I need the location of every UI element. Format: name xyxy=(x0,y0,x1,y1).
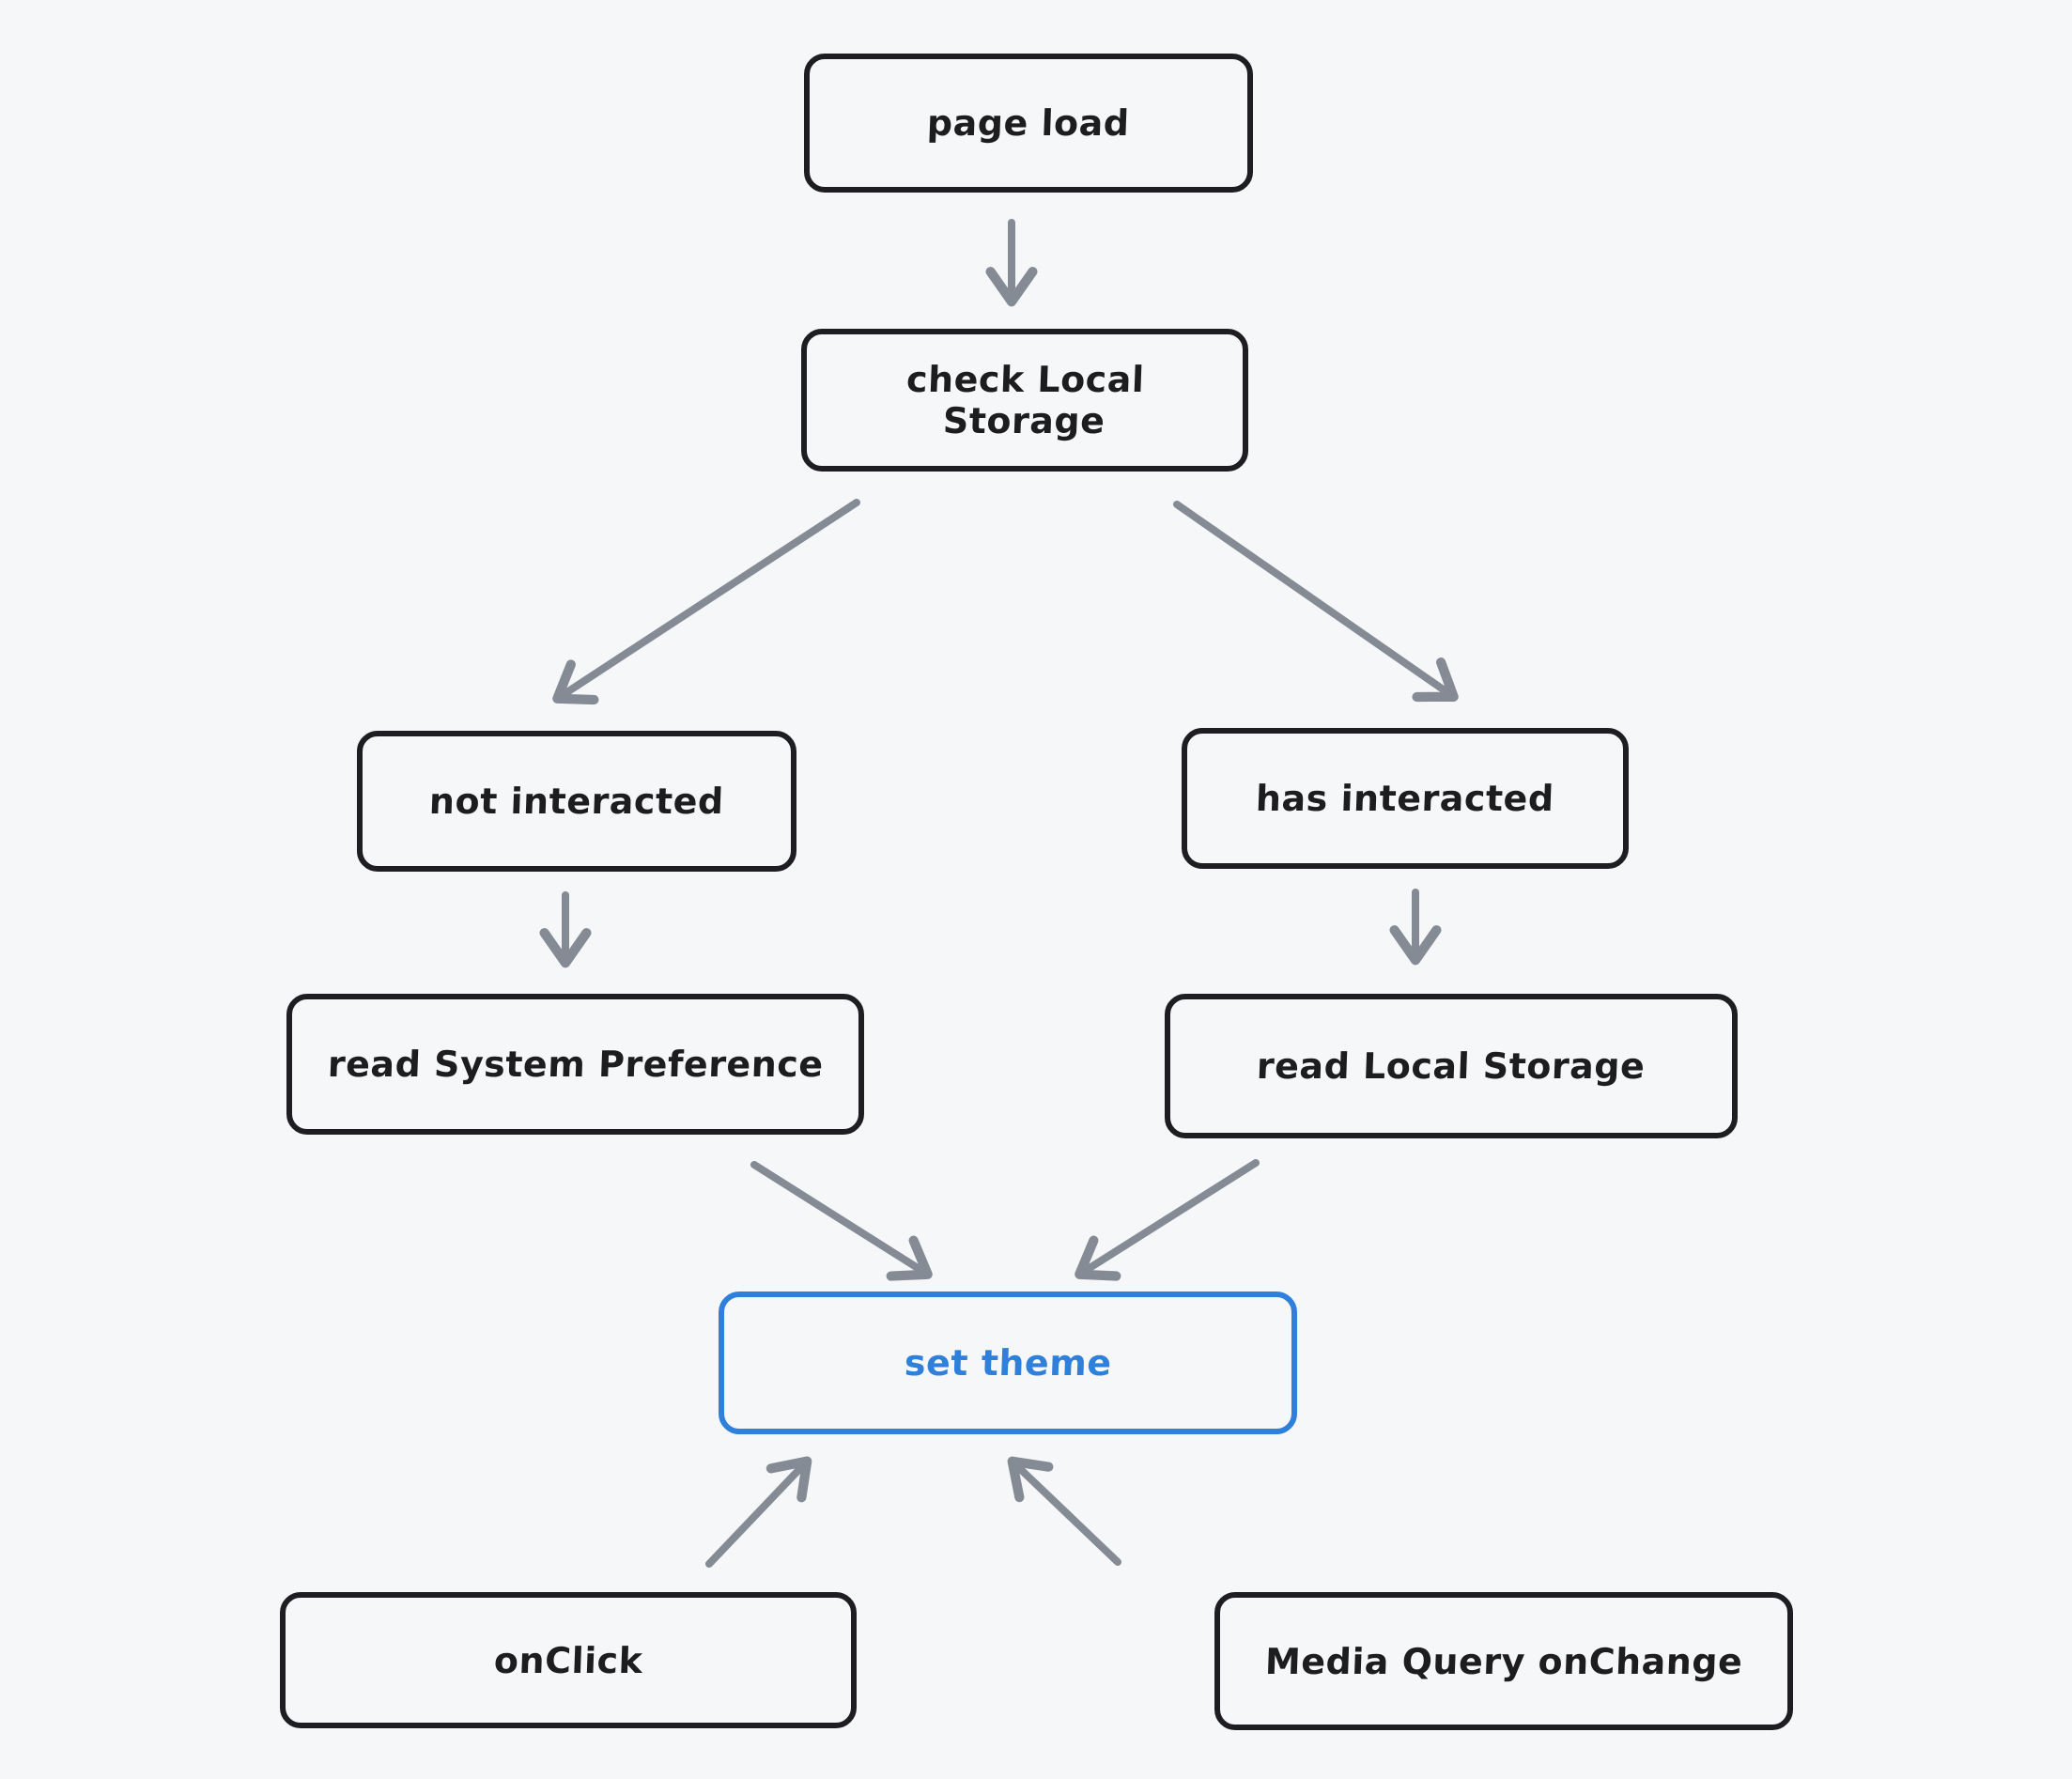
node-has-interacted-label: has interacted xyxy=(1255,778,1555,819)
node-onclick-label: onClick xyxy=(493,1639,643,1681)
node-page-load-label: page load xyxy=(926,102,1131,144)
node-read-local-storage: read Local Storage xyxy=(1165,994,1738,1138)
node-read-system-preference: read System Preference xyxy=(286,994,864,1135)
node-has-interacted: has interacted xyxy=(1182,728,1629,869)
edge-onclick-set-theme xyxy=(705,1456,812,1568)
node-media-query-onchange-label: Media Query onChange xyxy=(1264,1640,1743,1682)
node-set-theme-label: set theme xyxy=(903,1342,1113,1384)
node-not-interacted-label: not interacted xyxy=(428,781,725,822)
edge-read-system-preference-set-theme xyxy=(750,1161,933,1281)
edge-media-query-onchange-set-theme xyxy=(1007,1456,1121,1566)
node-page-load: page load xyxy=(804,54,1253,193)
edge-check-local-storage-has-interacted xyxy=(1173,501,1459,703)
node-check-local-storage: check Local Storage xyxy=(801,329,1248,472)
node-set-theme: set theme xyxy=(719,1292,1297,1434)
node-read-local-storage-label: read Local Storage xyxy=(1256,1045,1647,1087)
node-onclick: onClick xyxy=(280,1592,857,1728)
edge-read-local-storage-set-theme xyxy=(1075,1159,1260,1281)
edge-check-local-storage-not-interacted xyxy=(552,499,860,705)
node-check-local-storage-label: check Local Storage xyxy=(905,359,1146,441)
node-media-query-onchange: Media Query onChange xyxy=(1214,1592,1793,1730)
node-read-system-preference-label: read System Preference xyxy=(326,1044,825,1085)
node-not-interacted: not interacted xyxy=(357,731,796,872)
